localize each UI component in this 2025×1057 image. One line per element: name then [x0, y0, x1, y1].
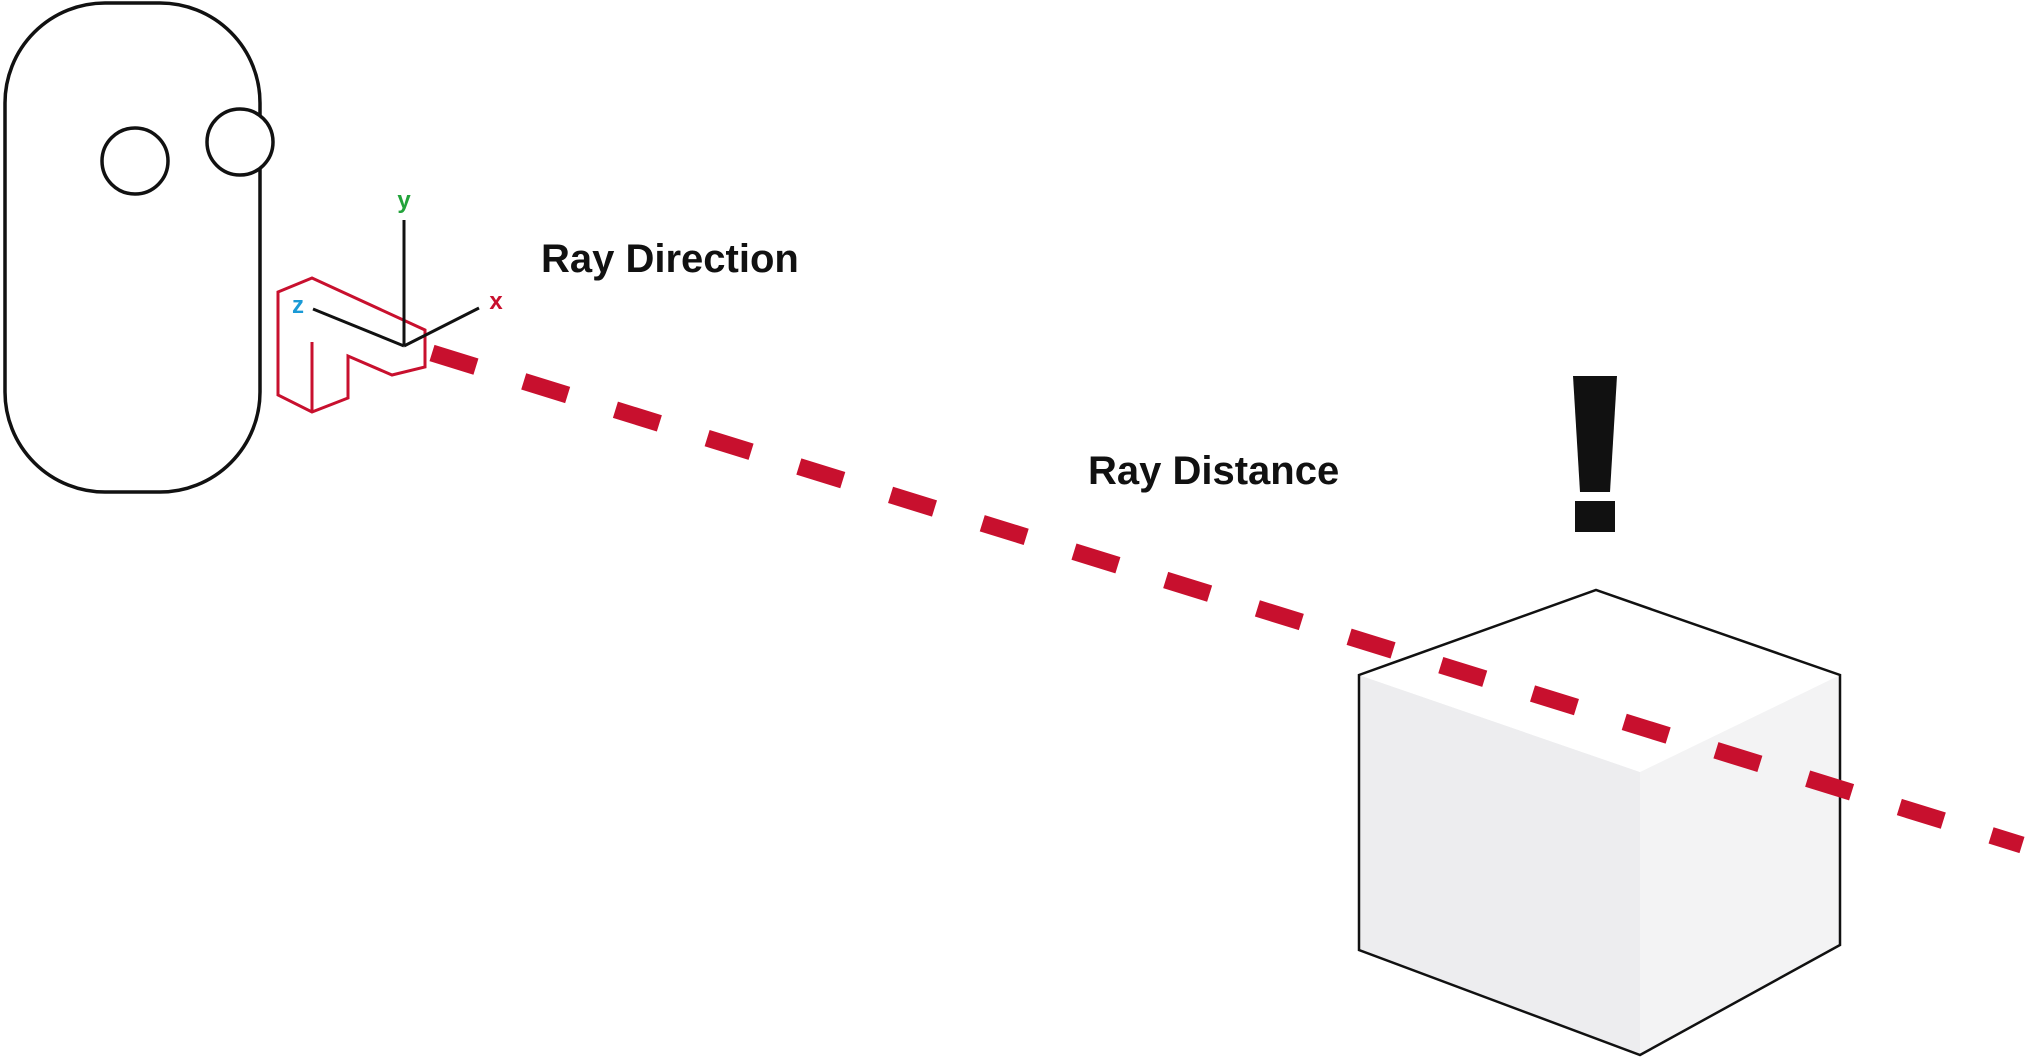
ray-direction-label: Ray Direction	[541, 237, 799, 281]
ray-line	[429, 344, 2025, 854]
cube-outline	[1357, 588, 1842, 1057]
axis-gizmo	[312, 220, 480, 348]
head-eye-right	[205, 107, 275, 177]
ray-distance-label: Ray Distance	[1088, 449, 1340, 493]
cube-right-face	[1640, 675, 1840, 1055]
head-eye-left	[100, 126, 170, 196]
exclamation-icon	[1573, 376, 1617, 532]
axis-z-label: z	[292, 292, 304, 319]
axis-x-label: x	[489, 288, 503, 315]
axis-x-line	[403, 306, 480, 348]
cube-left-face	[1359, 675, 1640, 1055]
head-icon	[3, 1, 275, 494]
cube-top-face	[1359, 590, 1840, 772]
hand-controller-icon	[276, 276, 427, 414]
axis-z-line	[312, 307, 405, 348]
cube-icon	[1357, 588, 1842, 1057]
axis-y-label: y	[397, 187, 411, 214]
